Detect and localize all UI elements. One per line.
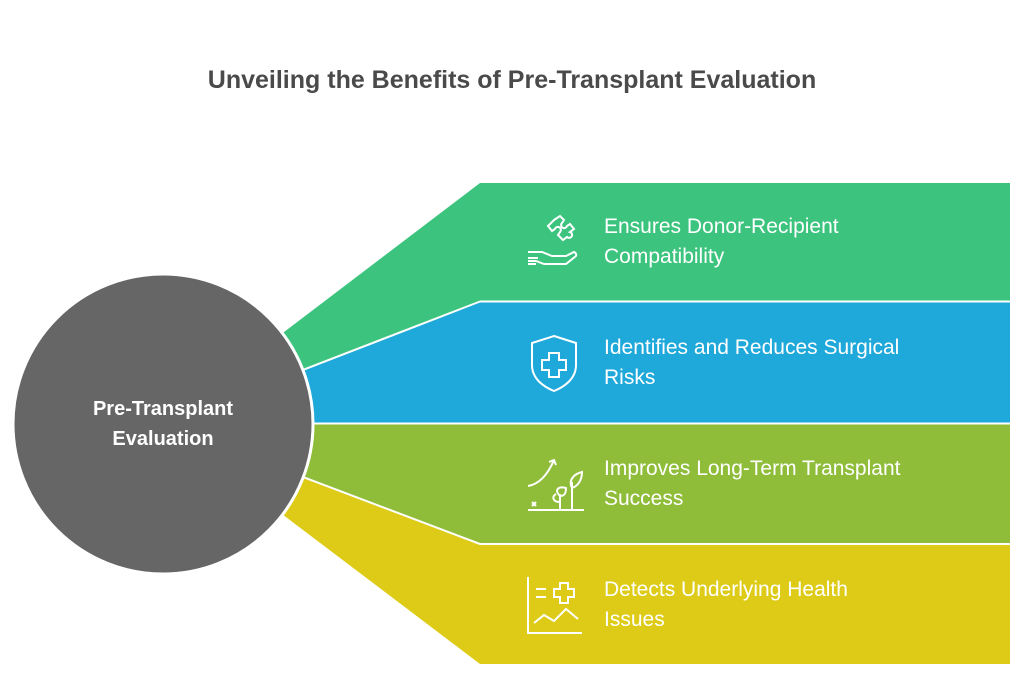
center-circle — [11, 272, 315, 576]
band-compatibility — [163, 183, 1010, 424]
shield-cross-icon — [531, 334, 577, 393]
page-title: Unveiling the Benefits of Pre-Transplant… — [207, 66, 817, 94]
medical-chart-icon — [527, 577, 582, 634]
item-line2: Compatibility — [604, 245, 725, 268]
plant-growth-icon — [527, 458, 584, 511]
band-health-issues — [163, 424, 1010, 664]
item-line2: Success — [604, 487, 684, 510]
item-line2: Issues — [604, 608, 665, 631]
puzzle-hand-icon — [528, 214, 578, 265]
center-label-line1: Pre-Transplant — [92, 398, 234, 420]
benefit-item-compatibility: Ensures Donor-Recipient Compatibility — [524, 197, 1004, 287]
center-label: Pre-Transplant Evaluation — [43, 394, 283, 454]
item-line1: Improves Long-Term Transplant — [604, 457, 901, 480]
item-line1: Identifies and Reduces Surgical — [604, 336, 900, 359]
center-label-line2: Evaluation — [112, 428, 214, 450]
item-line1: Detects Underlying Health — [604, 578, 848, 601]
band-long-term-success — [163, 424, 1010, 543]
band-surgical-risks — [163, 302, 1010, 424]
benefit-item-long-term-success: Improves Long-Term Transplant Success — [524, 439, 1004, 529]
benefit-item-surgical-risks: Identifies and Reduces Surgical Risks — [524, 318, 1004, 408]
benefit-item-health-issues: Detects Underlying Health Issues — [524, 560, 1004, 650]
item-line2: Risks — [604, 366, 656, 389]
item-line1: Ensures Donor-Recipient — [604, 215, 839, 238]
